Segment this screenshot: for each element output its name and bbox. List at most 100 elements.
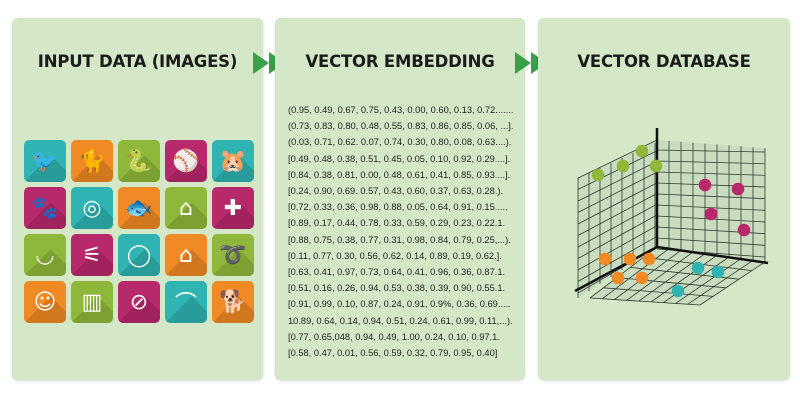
icon-glyph: 🐹: [219, 148, 247, 174]
pet-food-plate-icon: ⊘: [118, 281, 160, 323]
parrot-icon: 🐦: [24, 140, 66, 182]
icon-glyph: ◎: [82, 195, 102, 221]
icon-glyph: 🐦: [31, 148, 59, 174]
fishbowl-icon: ◯: [118, 234, 160, 276]
input-data-title: INPUT DATA (IMAGES): [37, 52, 238, 71]
vector-row: [0.11, 0.77, 0.30, 0.56, 0.62, 0.14, 0.8…: [288, 250, 502, 261]
green-data-point: [649, 159, 663, 173]
orange-data-point: [623, 252, 637, 266]
grid-line: [656, 160, 766, 165]
icon-glyph: 🐕: [219, 289, 247, 315]
vector-row: [0.77, 0.65,048, 0.94, 0.49, 1.00, 0.24,…: [288, 331, 500, 342]
grid-line: [614, 250, 682, 300]
icon-glyph: ☺: [33, 289, 57, 315]
vector-row: [0.84, 0.38, 0.81, 0.00, 0.48, 0.61, 0.4…: [288, 169, 511, 180]
vector-row: [0.51, 0.16, 0.26, 0.94, 0.53, 0.38, 0.3…: [288, 283, 506, 294]
icon-glyph: 🐈: [78, 148, 106, 174]
vector-row: (0.73, 0.83, 0.80, 0.48, 0.55, 0.83, 0.8…: [288, 121, 514, 132]
icon-glyph: 🐾: [31, 195, 59, 221]
icon-glyph: ◯: [126, 242, 152, 268]
magenta-data-point: [731, 182, 745, 196]
vector-list: (0.95, 0.49, 0.67, 0.75, 0.43, 0.00, 0.6…: [288, 102, 513, 361]
grid-line: [675, 258, 742, 304]
grid-line: [656, 193, 766, 200]
vector-row: [0.49, 0.48, 0.38, 0.51, 0.45, 0.05, 0.1…: [288, 153, 511, 164]
doghouse-icon: ⌂: [165, 234, 207, 276]
grid-line: [577, 150, 658, 190]
back-grid-plane: [657, 140, 765, 262]
grid-line: [656, 204, 766, 211]
icon-glyph: ⚾: [172, 148, 200, 174]
icon-glyph: ⌂: [179, 242, 193, 268]
grid-line: [577, 182, 658, 225]
vector-row: [0.63, 0.41, 0.97, 0.73, 0.64, 0.41, 0.9…: [288, 267, 506, 278]
fish-icon: 🐟: [118, 187, 160, 229]
teal-data-point: [711, 265, 725, 279]
grid-line: [626, 251, 694, 301]
grid-line: [589, 297, 701, 306]
icon-glyph: ▥: [81, 289, 103, 315]
icon-glyph: 🐟: [125, 195, 153, 221]
birdcage-icon: ⌂: [165, 187, 207, 229]
grid-line: [601, 248, 670, 300]
vector-database-title: VECTOR DATABASE: [577, 52, 751, 71]
vector-row: [0.89, 0.17, 0.44, 0.78, 0.33, 0.59, 0.2…: [288, 218, 506, 229]
vector-row: [0.24, 0.90, 0.69. 0.57, 0.43, 0.60, 0.3…: [288, 186, 504, 197]
grid-line: [687, 260, 754, 305]
magenta-data-point: [704, 207, 718, 221]
vector-row: [0.91, 0.99, 0.10, 0.87, 0.24, 0.91, 0.9…: [288, 299, 511, 310]
snake-icon: 🐍: [118, 140, 160, 182]
y-axis: [574, 245, 658, 293]
vector-row: (0.03, 0.71, 0.62. 0.07, 0.74, 0.30, 0.8…: [288, 137, 512, 148]
vector-row: 10.89, 0.64, 0.14, 0.94, 0.51, 0.24, 0.6…: [288, 315, 513, 326]
teal-data-point: [671, 284, 685, 298]
grid-line: [656, 149, 766, 153]
x-axis: [656, 245, 769, 265]
teal-data-point: [691, 261, 705, 275]
cat-icon: 🐈: [71, 140, 113, 182]
paw-icon: 🐾: [24, 187, 66, 229]
pet-carrier-icon: ▥: [71, 281, 113, 323]
green-data-point: [635, 144, 649, 158]
pet-bed-icon: ☺: [24, 281, 66, 323]
grid-line: [577, 161, 658, 202]
green-data-point: [591, 168, 605, 182]
grid-line: [577, 203, 658, 248]
magenta-data-point: [698, 178, 712, 192]
grid-line: [577, 235, 658, 282]
first-aid-kit-icon: ✚: [212, 187, 254, 229]
icon-glyph: 🐍: [125, 148, 153, 174]
pet-clothes-icon: ⌒: [165, 281, 207, 323]
green-data-point: [616, 159, 630, 173]
vector-row: [0.58, 0.47, 0.01, 0.56, 0.59, 0.32, 0.7…: [288, 348, 498, 359]
icon-glyph: ⌂: [179, 195, 193, 221]
orange-data-point: [635, 271, 649, 285]
icon-glyph: ✚: [223, 195, 243, 221]
icon-glyph: ◡: [35, 242, 55, 268]
grid-line: [616, 277, 727, 289]
grid-line: [656, 171, 766, 176]
grid-line: [603, 287, 714, 297]
vector-row: [0.72, 0.33, 0.36, 0.98, 0.88, 0.05, 0.6…: [288, 202, 508, 213]
pet-bowl-icon: ◡: [24, 234, 66, 276]
grid-line: [650, 255, 718, 303]
grid-line: [577, 171, 658, 213]
vector-row: (0.95, 0.49, 0.67, 0.75, 0.43, 0.00, 0.6…: [288, 105, 514, 115]
grid-line: [577, 193, 658, 236]
input-data-panel: INPUT DATA (IMAGES) 🐦 🐈 🐍 ⚾ 🐹 🐾 ◎ 🐟 ⌂ ✚ ◡ ⚟ ◯ ⌂ ➰ ☺ ▥ ⊘ ⌒ 🐕: [12, 18, 263, 380]
food-pellets-icon: ◎: [71, 187, 113, 229]
grid-line: [577, 214, 658, 259]
vector-embedding-title: VECTOR EMBEDDING: [305, 52, 495, 71]
pet-icons-grid: 🐦 🐈 🐍 ⚾ 🐹 🐾 ◎ 🐟 ⌂ ✚ ◡ ⚟ ◯ ⌂ ➰ ☺ ▥ ⊘ ⌒ 🐕: [24, 140, 254, 323]
icon-glyph: ⊘: [129, 289, 149, 315]
grid-line: [638, 253, 706, 302]
vector-embedding-panel: VECTOR EMBEDDING (0.95, 0.49, 0.67, 0.75…: [275, 18, 525, 380]
orange-data-point: [598, 252, 612, 266]
magenta-data-point: [737, 223, 751, 237]
icon-glyph: ⌒: [174, 292, 197, 317]
grid-line: [577, 225, 658, 271]
icon-glyph: ⚟: [82, 242, 102, 268]
collar-leash-icon: ➰: [212, 234, 254, 276]
orange-data-point: [611, 271, 625, 285]
